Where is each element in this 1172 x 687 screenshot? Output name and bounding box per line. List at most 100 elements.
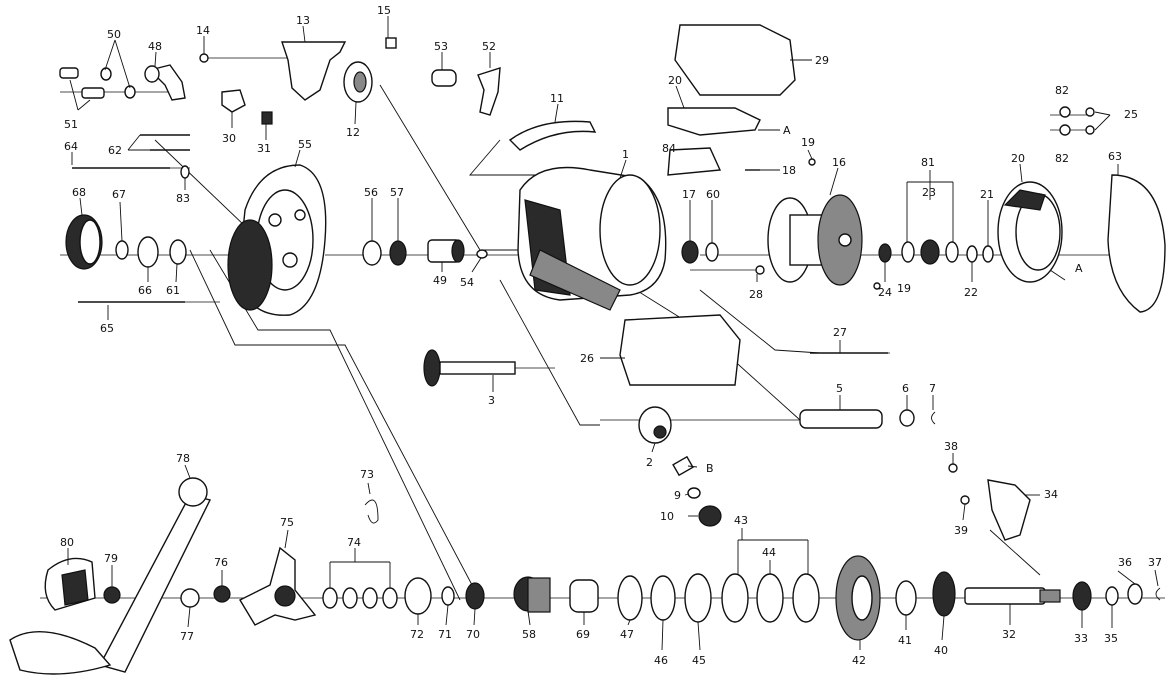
label-33: 33 [1074, 632, 1088, 645]
part-8-pawl [672, 455, 694, 477]
part-61-ring [169, 239, 187, 265]
label-64: 64 [64, 140, 78, 153]
label-42: 42 [852, 654, 866, 667]
label-36: 36 [1118, 556, 1132, 569]
label-10: 10 [660, 510, 674, 523]
part-19-ball-b [873, 282, 881, 290]
label-46: 46 [654, 654, 668, 667]
part-3-worm-shaft [423, 349, 516, 387]
label-35: 35 [1104, 632, 1118, 645]
part-37-clip [1155, 587, 1161, 601]
label-B: B [706, 462, 714, 475]
label-7: 7 [929, 382, 936, 395]
label-38: 38 [944, 440, 958, 453]
part-26-level-wind [619, 314, 741, 386]
label-1: 1 [622, 148, 629, 161]
part-35-washer [1105, 586, 1119, 606]
leader-lines [67, 16, 1159, 651]
label-24: 24 [878, 286, 892, 299]
label-57: 57 [390, 186, 404, 199]
label-58: 58 [522, 628, 536, 641]
label-83: 83 [176, 192, 190, 205]
part-44-drag-washer [721, 573, 749, 623]
part-73-spring-clip [364, 499, 379, 524]
part-44-drag-washer-c [792, 573, 820, 623]
label-61: 61 [166, 284, 180, 297]
part-49-clutch [427, 239, 465, 263]
label-19b: 19 [897, 282, 911, 295]
part-22-washer [966, 245, 978, 263]
part-66-washer [137, 236, 159, 268]
part-1-frame [517, 166, 667, 311]
label-82a: 82 [1055, 84, 1069, 97]
label-77: 77 [180, 630, 194, 643]
label-11: 11 [550, 92, 564, 105]
label-45: 45 [692, 654, 706, 667]
part-25-screw [1085, 107, 1095, 117]
label-30: 30 [222, 132, 236, 145]
part-41-washer [895, 580, 917, 616]
part-76-nut [213, 585, 231, 603]
label-13: 13 [296, 14, 310, 27]
part-29-frame-cover [674, 24, 796, 96]
label-76: 76 [214, 556, 228, 569]
label-69: 69 [576, 628, 590, 641]
label-28: 28 [749, 288, 763, 301]
label-40: 40 [934, 644, 948, 657]
part-70-bearing [465, 582, 485, 610]
part-39-screw [960, 495, 970, 505]
part-68-ring-gear [65, 214, 103, 270]
label-62: 62 [108, 144, 122, 157]
label-67: 67 [112, 188, 126, 201]
part-33-pinion [1072, 581, 1092, 611]
label-9: 9 [674, 489, 681, 502]
label-60: 60 [706, 188, 720, 201]
label-15: 15 [377, 4, 391, 17]
part-21-washer [982, 245, 994, 263]
part-82-screw [1059, 106, 1071, 118]
part-34-plate [987, 479, 1031, 541]
part-56-bearing [362, 240, 382, 266]
label-3: 3 [488, 394, 495, 407]
label-49: 49 [433, 274, 447, 287]
label-48: 48 [148, 40, 162, 53]
label-5: 5 [836, 382, 843, 395]
part-16-spool [767, 194, 863, 286]
label-43: 43 [734, 514, 748, 527]
label-25: 25 [1124, 108, 1138, 121]
part-20-level-wind-cover [667, 107, 761, 136]
part-32-drive-shaft [964, 587, 1061, 605]
label-27: 27 [833, 326, 847, 339]
label-51: 51 [64, 118, 78, 131]
label-68: 68 [72, 186, 86, 199]
label-74: 74 [347, 536, 361, 549]
label-17: 17 [682, 188, 696, 201]
part-44-drag-washer-b [756, 573, 784, 623]
part-47-washer [617, 575, 643, 621]
label-34: 34 [1044, 488, 1058, 501]
part-50-washer-b [124, 85, 136, 99]
part-75-star-drag [239, 546, 317, 626]
part-2-pawl-carrier [638, 406, 672, 444]
part-13-bracket [281, 41, 347, 101]
label-47: 47 [620, 628, 634, 641]
part-72-drag-washer [404, 577, 432, 615]
part-55-side-plate [227, 164, 327, 316]
label-75: 75 [280, 516, 294, 529]
label-63: 63 [1108, 150, 1122, 163]
part-83-washer [180, 165, 190, 179]
part-51-springs [59, 67, 105, 99]
label-22: 22 [964, 286, 978, 299]
label-16: 16 [832, 156, 846, 169]
label-19a: 19 [801, 136, 815, 149]
label-32: 32 [1002, 628, 1016, 641]
part-46-washer [650, 575, 676, 621]
part-82-screw-b [1059, 124, 1071, 136]
part-number-labels: 50 48 51 14 13 15 12 30 31 53 52 11 1 29… [60, 4, 1162, 667]
label-44: 44 [762, 546, 776, 559]
label-80: 80 [60, 536, 74, 549]
part-24-star [878, 243, 892, 263]
label-41: 41 [898, 634, 912, 647]
part-45-washer [684, 573, 712, 623]
